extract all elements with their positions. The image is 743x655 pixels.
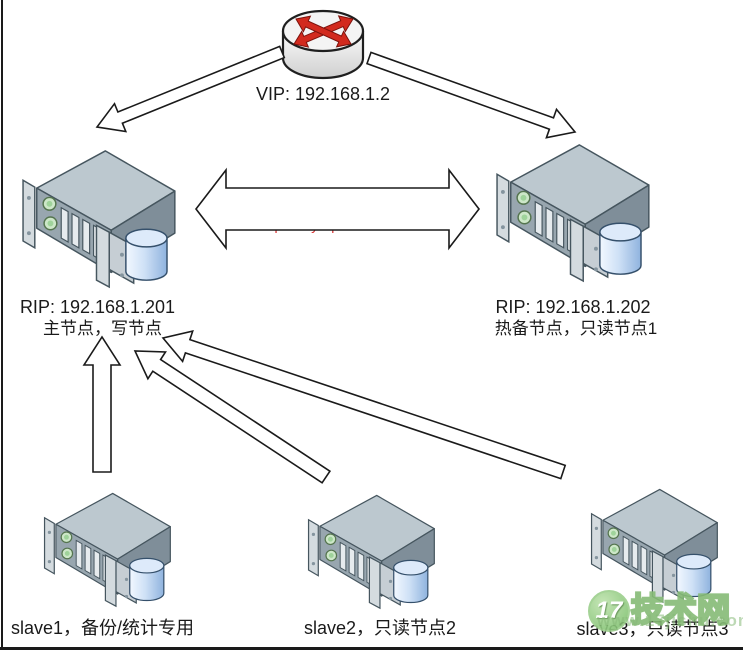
watermark-url: www.17jishu.com [597,611,743,630]
left-border-line [1,0,3,649]
replication-title: 单向/双向复制 [278,193,398,214]
vip-label: VIP: 192.168.1.2 [255,84,391,104]
standby-role-label: 热备节点，只读节点1 [494,319,658,338]
arrow-slave2-to-master [133,350,332,484]
standby-rip-label: RIP: 192.168.1.202 [495,297,651,317]
bottom-border-line [0,647,743,650]
master-role-label: 主节点，写节点 [43,319,162,338]
server-icon-master [10,147,182,289]
arrow-slave1-to-master [82,335,122,473]
watermark-site-name: 技术网 [630,590,732,630]
router-icon [281,9,365,80]
master-rip-label: RIP: 192.168.1.201 [19,297,176,317]
server-icon-slave2 [298,492,440,610]
replication-url: http://imysql.com [257,217,371,234]
arrow-slave3-to-master [161,329,567,480]
server-icon-slave1 [34,490,176,608]
slave1-label: slave1，备份/统计专用 [10,618,195,638]
slave2-label: slave2，只读节点2 [303,618,457,638]
server-icon-standby [484,141,656,283]
watermark-badge-icon: 17 [588,590,630,632]
